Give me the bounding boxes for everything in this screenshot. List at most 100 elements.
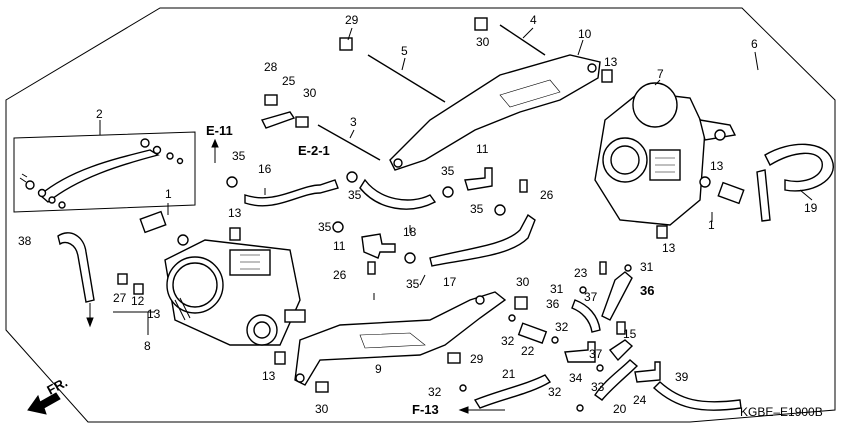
callout-13-b: 13 [147, 307, 161, 321]
callout-17: 17 [443, 275, 457, 289]
callout-31-right: 31 [640, 260, 654, 274]
clip-32c [459, 384, 467, 392]
callout-2: 2 [96, 107, 103, 121]
hose-37-lower [608, 339, 634, 362]
callout-5: 5 [401, 44, 408, 58]
callout-26-left: 26 [333, 268, 347, 282]
nut-30-bottom [315, 381, 329, 393]
reference-e21: E-2-1 [298, 143, 330, 158]
callout-24: 24 [633, 393, 647, 407]
nut-30-top [295, 116, 309, 128]
hose-17 [429, 213, 536, 267]
hose-39 [652, 381, 742, 411]
callout-32-a: 32 [501, 334, 515, 348]
callout-25: 25 [282, 74, 296, 88]
callout-28: 28 [264, 60, 278, 74]
bracket-10 [389, 54, 601, 171]
callout-35-a: 35 [232, 149, 246, 163]
jet-fitting-left [139, 203, 189, 246]
plate-25 [260, 111, 296, 129]
callout-21: 21 [502, 367, 516, 381]
clip-31b [624, 264, 632, 272]
callout-32-c: 32 [428, 385, 442, 399]
clip-32b [551, 336, 559, 344]
hose-37-upper [601, 271, 633, 321]
callout-11-lower: 11 [333, 239, 346, 253]
sleeve-13a [229, 227, 241, 241]
callout-36-left: 36 [546, 297, 560, 311]
tjoint-11-upper [464, 167, 493, 191]
callout-35-d: 35 [441, 164, 455, 178]
clip-35e [494, 204, 506, 216]
screw-26a [367, 261, 376, 275]
callout-31-left: 31 [550, 282, 564, 296]
nut-29-lower [447, 352, 461, 364]
callout-22: 22 [521, 344, 535, 358]
leader-lines [211, 27, 813, 414]
callout-32-b: 32 [555, 320, 569, 334]
callout-35-c: 35 [318, 220, 332, 234]
callout-37-lower: 37 [589, 347, 603, 361]
clip-35d [442, 186, 454, 198]
callout-9: 9 [375, 362, 382, 376]
jet-fitting-right [699, 176, 745, 222]
callout-23: 23 [574, 266, 588, 280]
callout-19: 19 [804, 201, 818, 215]
callout-30-mid: 30 [516, 275, 530, 289]
callout-29-top: 29 [345, 13, 359, 27]
clip-35c [332, 221, 344, 233]
callout-30-left: 30 [303, 86, 317, 100]
callout-27: 27 [113, 291, 127, 305]
hose-18 [359, 178, 437, 210]
screw-26b [519, 179, 528, 193]
callout-37-upper: 37 [584, 290, 598, 304]
callout-34: 34 [569, 371, 583, 385]
hose-20 [594, 359, 639, 401]
diagram-code: KGBE–E1900B [740, 405, 823, 419]
clip-32d [576, 404, 584, 412]
callout-12: 12 [131, 294, 145, 308]
callout-36-right: 36 [640, 283, 654, 298]
screw-27 [117, 273, 128, 285]
callout-30-bottom: 30 [315, 402, 329, 416]
callout-10: 10 [578, 27, 592, 41]
callout-16: 16 [258, 162, 272, 176]
callout-1-left: 1 [165, 187, 172, 201]
callout-13-f: 13 [662, 241, 676, 255]
callout-6: 6 [751, 37, 758, 51]
callout-13-e: 13 [710, 159, 724, 173]
bolt-4 [499, 24, 546, 56]
clip-33 [596, 364, 604, 372]
tjoint-11-lower [361, 233, 396, 259]
bolt-5 [367, 54, 446, 103]
tjoint-34 [564, 341, 596, 363]
callout-32-d: 32 [548, 385, 562, 399]
callout-38: 38 [18, 234, 32, 248]
reference-f13: F-13 [412, 402, 439, 417]
callout-26-right: 26 [540, 188, 554, 202]
callout-11-upper: 11 [476, 142, 489, 156]
callout-39: 39 [675, 370, 689, 384]
right-carburetor [594, 82, 737, 226]
tjoint-24 [634, 361, 661, 383]
callout-13-c: 13 [262, 369, 276, 383]
callout-3: 3 [350, 115, 357, 129]
callout-29-lower: 29 [470, 352, 484, 366]
part-15 [616, 321, 626, 335]
callout-35-f: 35 [406, 277, 420, 291]
sleeve-13d [656, 225, 668, 239]
sleeve-13b [274, 351, 286, 365]
sleeve-13c [601, 69, 613, 83]
screw-23 [599, 261, 607, 275]
callout-13-a: 13 [228, 206, 242, 220]
callout-20: 20 [613, 402, 627, 416]
hose-21 [473, 374, 552, 409]
left-carburetor [164, 239, 306, 346]
clip-35f [404, 252, 416, 264]
joint-22 [517, 322, 548, 344]
clip-35a [226, 176, 238, 188]
nut-30-mid [514, 296, 528, 310]
hose-36 [571, 299, 601, 333]
link-rod-assembly [19, 138, 184, 209]
